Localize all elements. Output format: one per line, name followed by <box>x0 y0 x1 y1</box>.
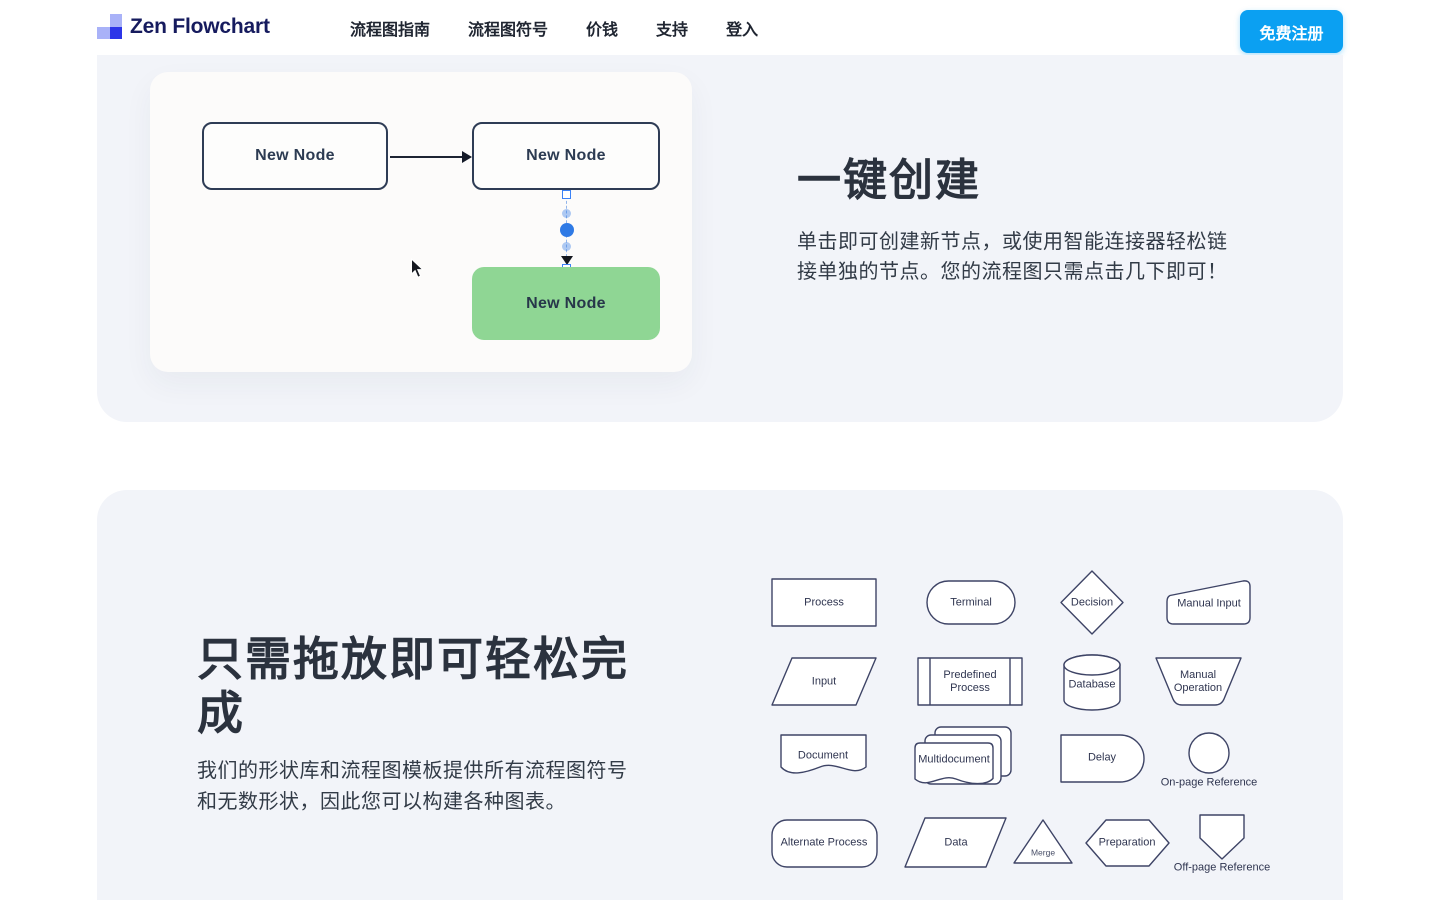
nav-link-support[interactable]: 支持 <box>656 21 689 39</box>
section-one-click-create: New Node New Node New Node 一键创建 单击即可创建新节… <box>97 55 1343 422</box>
brand-logo[interactable]: Zen Flowchart <box>97 14 270 39</box>
demo-node-left: New Node <box>202 122 388 190</box>
process-shape <box>771 578 877 627</box>
shape-label-decision: Decision <box>1070 596 1114 609</box>
mouse-cursor-icon <box>410 257 425 284</box>
connector-handle-top <box>562 190 571 199</box>
shape-label-multidocument: Multidocument <box>918 753 990 766</box>
shape-label-process: Process <box>804 596 844 609</box>
nav-links: 流程图指南 流程图符号 价钱 支持 登入 <box>350 0 758 55</box>
demo-node-right: New Node <box>472 122 660 190</box>
merge-shape <box>1013 819 1073 864</box>
on-page-reference-shape <box>1188 732 1230 774</box>
connector-arrow-head <box>462 151 472 163</box>
terminal-shape <box>926 580 1016 625</box>
connector-dot-faded-2 <box>562 242 571 251</box>
delay-shape <box>1060 734 1145 783</box>
manual-operation-shape <box>1155 657 1242 706</box>
shape-library-illustration: Process Terminal Decision Manual Input I… <box>760 565 1280 890</box>
free-signup-button[interactable]: 免费注册 <box>1240 10 1343 53</box>
shape-label-delay: Delay <box>1087 751 1117 764</box>
section-one-copy: 一键创建 单击即可创建新节点，或使用智能连接器轻松链接单独的节点。您的流程图只需… <box>797 144 1267 287</box>
nav-link-pricing[interactable]: 价钱 <box>586 21 619 39</box>
section-one-heading: 一键创建 <box>797 156 981 205</box>
section-two-body: 我们的形状库和流程图模板提供所有流程图符号和无数形状，因此您可以构建各种图表。 <box>197 760 628 813</box>
shape-label-database: Database <box>1068 678 1116 691</box>
zen-flowchart-logo-icon <box>97 14 122 39</box>
shape-label-terminal: Terminal <box>950 596 992 609</box>
shape-label-manual-input: Manual Input <box>1177 597 1241 610</box>
shape-label-merge: Merge <box>1030 847 1056 858</box>
shape-label-data: Data <box>944 836 968 849</box>
shape-label-manual-operation: Manual Operation <box>1173 669 1223 694</box>
demo-node-green: New Node <box>472 267 660 340</box>
shape-label-off-page-reference: Off-page Reference <box>1173 861 1271 874</box>
connector-dot-faded-1 <box>562 209 571 218</box>
shape-label-preparation: Preparation <box>1098 836 1156 849</box>
shape-label-alternate-process: Alternate Process <box>780 836 868 849</box>
connector-arrow-line <box>390 156 464 158</box>
data-shape <box>904 817 1007 868</box>
section-two-heading: 只需拖放即可轻松完成 <box>197 633 629 739</box>
preparation-shape <box>1085 819 1170 867</box>
multidocument-front-page <box>914 742 994 785</box>
shape-label-document: Document <box>797 749 849 762</box>
document-shape <box>780 734 867 774</box>
connector-down-arrow-head <box>561 256 573 265</box>
navbar: Zen Flowchart 流程图指南 流程图符号 价钱 支持 登入 免费注册 <box>0 0 1440 55</box>
alternate-process-shape <box>771 819 878 868</box>
shape-label-input: Input <box>811 675 837 688</box>
section-two-copy: 只需拖放即可轻松完成 我们的形状库和流程图模板提供所有流程图符号和无数形状，因此… <box>197 632 667 817</box>
decision-shape <box>1060 570 1124 635</box>
manual-input-shape <box>1166 580 1251 625</box>
shape-label-predefined-process: Predefined Process <box>943 669 997 694</box>
shape-library-svg <box>771 570 1251 868</box>
section-one-body: 单击即可创建新节点，或使用智能连接器轻松链接单独的节点。您的流程图只需点击几下即… <box>797 231 1228 283</box>
nav-link-flowchart-symbols[interactable]: 流程图符号 <box>468 21 549 39</box>
flowchart-demo-illustration: New Node New Node New Node <box>150 72 692 372</box>
predefined-process-shape <box>917 657 1023 706</box>
nav-link-flowchart-guide[interactable]: 流程图指南 <box>350 21 431 39</box>
nav-link-login[interactable]: 登入 <box>726 21 759 39</box>
off-page-reference-shape <box>1199 814 1245 860</box>
section-drag-drop-shapes: 只需拖放即可轻松完成 我们的形状库和流程图模板提供所有流程图符号和无数形状，因此… <box>97 490 1343 900</box>
connector-dot-main <box>560 223 574 237</box>
brand-name: Zen Flowchart <box>130 14 270 38</box>
input-shape <box>771 657 877 706</box>
shape-label-on-page-reference: On-page Reference <box>1160 776 1258 789</box>
